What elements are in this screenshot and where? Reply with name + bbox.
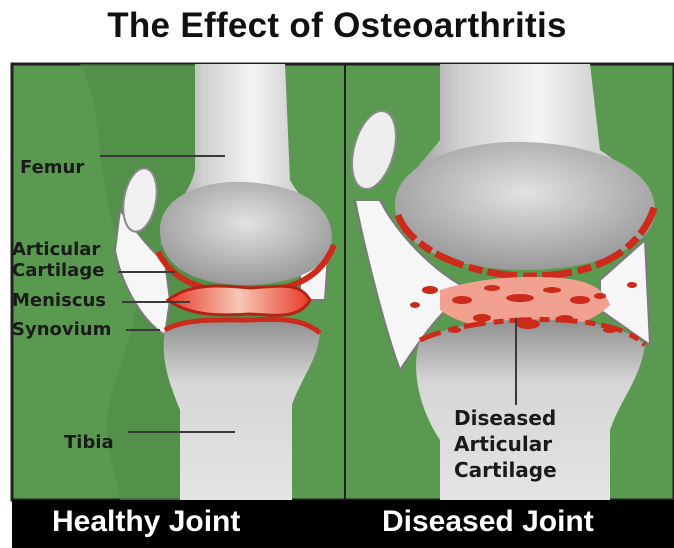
label-articular: Articular	[12, 240, 100, 260]
label-diseased-3: Cartilage	[454, 459, 557, 481]
label-diseased-1: Diseased	[454, 407, 556, 429]
diseased-femur-condyle	[395, 142, 655, 270]
femur-condyle	[160, 182, 332, 285]
label-diseased-2: Articular	[454, 433, 552, 455]
label-synovium: Synovium	[12, 320, 111, 340]
label-meniscus: Meniscus	[12, 291, 106, 311]
meniscus	[168, 286, 310, 315]
diseased-joint-caption: Diseased Joint	[382, 505, 594, 539]
label-cartilage: Cartilage	[12, 261, 104, 281]
healthy-joint-caption: Healthy Joint	[52, 505, 240, 539]
label-tibia: Tibia	[64, 433, 114, 453]
label-femur: Femur	[20, 158, 84, 178]
